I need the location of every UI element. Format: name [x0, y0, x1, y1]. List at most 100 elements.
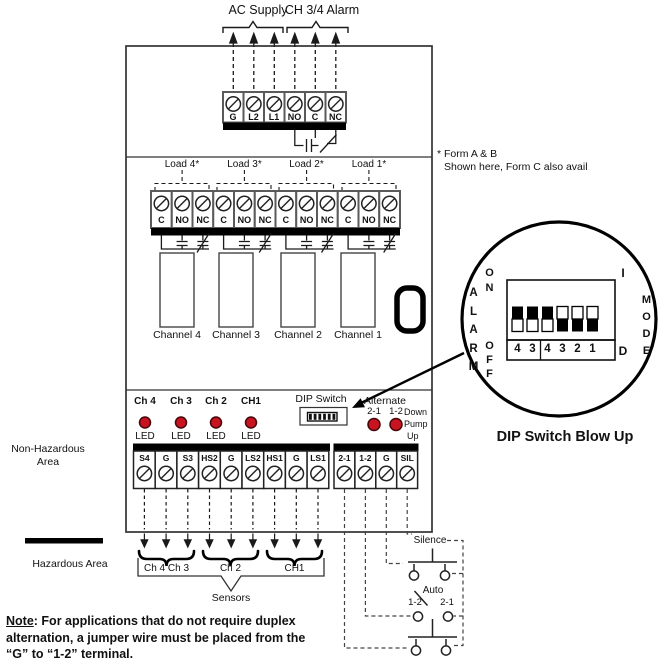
mode-i-label: I — [621, 266, 625, 280]
area-divider-bar — [25, 538, 103, 544]
terminal-label: HS2 — [201, 452, 218, 463]
non-hazardous-area-label: Area — [36, 456, 60, 468]
form-note-line2: Shown here, Form C also avail — [444, 161, 588, 173]
sensor-wires — [140, 489, 323, 549]
dip-toggle-6 — [586, 305, 599, 332]
screw-terminal-icon — [298, 195, 315, 212]
auto-1-2-label: 1-2 — [408, 597, 422, 608]
screw-terminal-icon — [381, 195, 398, 212]
terminal-label: C — [220, 215, 227, 225]
dip-switch-label: DIP Switch — [295, 392, 347, 405]
screw-terminal-icon — [153, 195, 170, 212]
channel-label: Channel 1 — [334, 329, 382, 341]
alternate-up-label: Up — [407, 431, 419, 441]
screw-terminal-icon — [215, 195, 232, 212]
dip-toggle-4 — [556, 305, 569, 332]
sensor-terminal-screws — [136, 465, 326, 482]
ch-alarm-label: CH 3/4 Alarm — [284, 3, 360, 17]
ac-supply-brace — [222, 20, 349, 33]
terminal-label: S4 — [139, 452, 150, 463]
channel-2-relay — [280, 252, 316, 328]
screw-terminal-icon — [307, 96, 324, 112]
sensor-group-label: Ch 4 Ch 3 — [143, 563, 190, 574]
channel-label: Channel 2 — [274, 329, 322, 341]
note-line3: “G” to “1-2” terminal. — [6, 647, 134, 661]
terminal-label: C — [282, 215, 290, 225]
terminal-label: NO — [175, 215, 189, 225]
channel-1-relay — [340, 252, 376, 328]
alternate-2-1-led — [367, 417, 381, 432]
screw-terminal-icon — [310, 465, 326, 482]
board-outline — [125, 45, 433, 533]
sensor-group-braces — [137, 549, 324, 567]
dip-toggle-1 — [511, 306, 524, 333]
screw-terminal-icon — [378, 465, 395, 482]
blowup-caption: DIP Switch Blow Up — [496, 429, 634, 445]
load-wire-brackets — [154, 170, 397, 191]
load-label: Load 4* — [164, 158, 200, 170]
terminal-label: NO — [362, 215, 376, 225]
terminal-label: G — [162, 452, 170, 463]
supply-wire-arrows — [228, 31, 341, 92]
alternate-2-1-label: 2-1 — [367, 406, 381, 417]
terminal-label: NC — [320, 215, 334, 225]
terminal-label: L2 — [248, 111, 259, 122]
alarm-vertical-label: ALARM — [468, 287, 479, 373]
load-label: Load 3* — [227, 158, 262, 170]
alarm-contact-symbol — [294, 130, 337, 153]
terminal-label: L1 — [268, 111, 280, 122]
led-caption: LED — [135, 431, 155, 442]
relay-contact-symbols — [160, 233, 397, 253]
mode-vertical-label: MODE — [641, 294, 652, 357]
sensors-bracket — [137, 558, 325, 593]
terminal-label: 1-2 — [359, 452, 372, 463]
mounting-slot — [394, 285, 426, 334]
terminal-label: G — [292, 452, 300, 463]
led-channel-label: Ch 2 — [205, 396, 227, 407]
ch4-led — [138, 416, 152, 429]
power-block-bar — [223, 122, 346, 130]
terminal-label: C — [344, 215, 352, 225]
ch2-led — [209, 416, 223, 429]
terminal-label: NO — [299, 215, 314, 225]
channel-label: Channel 3 — [212, 329, 260, 341]
screw-terminal-icon — [286, 96, 303, 112]
sensors-caption: Sensors — [211, 592, 251, 604]
auto-switch — [408, 590, 457, 656]
note-line1: Note: For applications that do not requi… — [6, 613, 296, 630]
screw-terminal-icon — [244, 465, 261, 482]
terminal-label: C — [311, 111, 319, 122]
screw-terminal-icon — [288, 465, 305, 482]
dip-switch-component — [299, 406, 348, 426]
screw-terminal-icon — [245, 96, 262, 112]
load-label: Load 2* — [289, 158, 324, 170]
terminal-label: NC — [329, 111, 342, 122]
channel-relays — [159, 252, 376, 328]
dip-number: 3 — [559, 343, 566, 355]
screw-terminal-icon — [277, 195, 294, 212]
sensor-group-label: Ch 2 — [219, 563, 242, 574]
note-text: : For applications that do not require d… — [33, 614, 296, 628]
non-hazardous-area-label: Non-Hazardous — [11, 443, 85, 455]
screw-terminal-icon — [201, 465, 218, 482]
screw-terminal-icon — [266, 96, 283, 112]
dip-number: 4 — [544, 343, 551, 355]
dip-toggle-3 — [541, 306, 554, 333]
screw-terminal-icon — [223, 465, 240, 482]
terminal-label: 2-1 — [338, 452, 351, 463]
terminal-label: NC — [196, 215, 210, 225]
load-block-bar — [151, 228, 400, 236]
blowup-pointer-arrow — [352, 351, 465, 408]
screw-terminal-icon — [158, 465, 175, 482]
terminal-label: SIL — [400, 452, 414, 463]
form-note-line1: * Form A & B — [437, 148, 498, 160]
led-channel-label: CH1 — [240, 396, 261, 407]
screw-terminal-icon — [136, 465, 153, 482]
led-caption: LED — [206, 431, 226, 442]
terminal-label: G — [382, 452, 390, 463]
alternate-label: Alternate — [363, 394, 407, 407]
sensor-strip-bar — [133, 443, 330, 451]
terminal-label: C — [158, 215, 165, 225]
led-channel-label: Ch 4 — [134, 396, 156, 407]
